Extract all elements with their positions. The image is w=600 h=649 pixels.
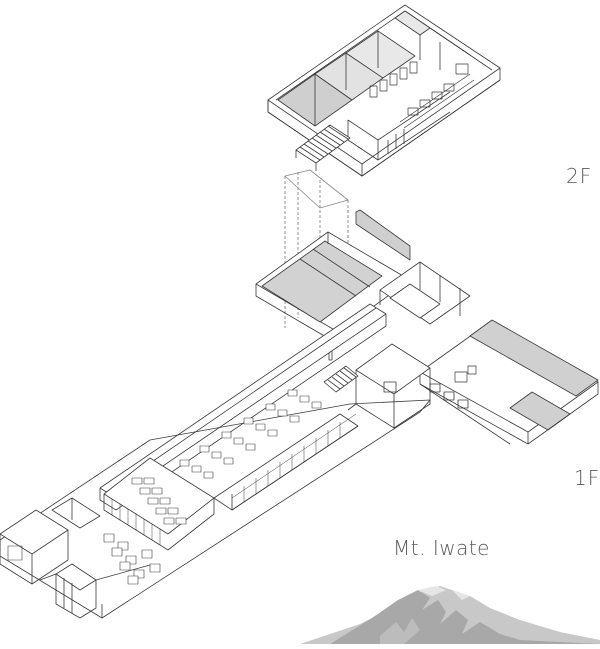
floor-2-label: 2F — [566, 164, 593, 188]
floor-2-plan — [268, 5, 500, 176]
floor-1-label: 1F — [574, 466, 600, 490]
staircase-2f — [296, 125, 350, 171]
mountain-silhouette — [300, 586, 600, 644]
floor-1-plan — [0, 210, 598, 618]
staircase-1f — [324, 348, 358, 392]
mountain-label: Mt. Iwate — [393, 536, 490, 560]
